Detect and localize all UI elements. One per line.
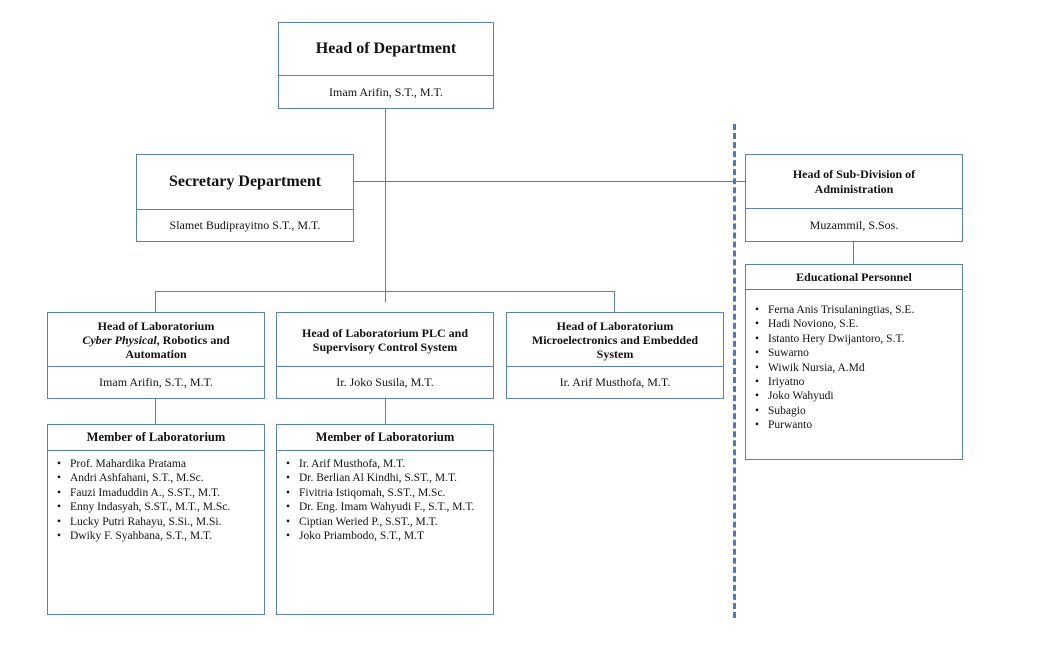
secretary-department-name: Slamet Budiprayitno S.T., M.T. bbox=[169, 218, 321, 232]
member-item: Lucky Putri Rahayu, S.Si., M.Si. bbox=[57, 515, 246, 530]
sub-division-title: Head of Sub-Division of Administration bbox=[746, 155, 962, 209]
lab-cyber-physical-members-list: Prof. Mahardika PratamaAndri Ashfahani, … bbox=[48, 451, 264, 544]
connector-lab1-members bbox=[155, 399, 156, 424]
member-item: Subagio bbox=[755, 404, 962, 419]
member-item: Wiwik Nursia, A.Md bbox=[755, 361, 962, 376]
member-item: Ir. Arif Musthofa, M.T. bbox=[286, 457, 475, 472]
connector-admin-edu bbox=[853, 242, 854, 264]
lab-cyber-physical-head-name: Imam Arifin, S.T., M.T. bbox=[99, 375, 213, 389]
division-separator bbox=[733, 124, 736, 618]
lab-cyber-physical-box: Head of Laboratorium Cyber Physical, Rob… bbox=[47, 312, 265, 399]
connector-lab1-drop bbox=[155, 291, 156, 312]
lab-cyber-physical-title: Head of Laboratorium Cyber Physical, Rob… bbox=[48, 313, 264, 367]
head-of-department-title: Head of Department bbox=[279, 23, 493, 76]
member-item: Purwanto bbox=[755, 418, 962, 433]
sub-division-name: Muzammil, S.Sos. bbox=[809, 217, 899, 232]
lab-plc-box: Head of Laboratorium PLC and Supervisory… bbox=[276, 312, 494, 399]
member-item: Joko Priambodo, S.T., M.T bbox=[286, 529, 475, 544]
lab-microelectronics-box: Head of Laboratorium Microelectronics an… bbox=[506, 312, 724, 399]
secretary-department-box: Secretary Department Slamet Budiprayitno… bbox=[136, 154, 354, 242]
lab-cyber-physical-title-rest: , Robotics and Automation bbox=[125, 332, 230, 361]
lab-plc-head-name: Ir. Joko Susila, M.T. bbox=[336, 375, 434, 389]
lab-cyber-physical-title-italic: Cyber Physical bbox=[82, 332, 157, 347]
connector-labs-horizontal bbox=[155, 291, 615, 292]
member-item: Hadi Noviono, S.E. bbox=[755, 317, 962, 332]
member-item: Ciptian Weried P., S.ST., M.T. bbox=[286, 515, 475, 530]
member-item: Dr. Berlian Al Kindhi, S.ST., M.T. bbox=[286, 471, 475, 486]
educational-personnel-list: Ferna Anis Trisulaningtias, S.E.Hadi Nov… bbox=[746, 290, 962, 433]
head-of-department-box: Head of Department Imam Arifin, S.T., M.… bbox=[278, 22, 494, 109]
lab-plc-members-box: Member of Laboratorium Ir. Arif Musthofa… bbox=[276, 424, 494, 615]
connector-admin-horizontal bbox=[354, 181, 745, 182]
lab-cyber-physical-members-box: Member of Laboratorium Prof. Mahardika P… bbox=[47, 424, 265, 615]
member-item: Joko Wahyudi bbox=[755, 389, 962, 404]
member-item: Suwarno bbox=[755, 346, 962, 361]
lab-plc-members-list: Ir. Arif Musthofa, M.T.Dr. Berlian Al Ki… bbox=[277, 451, 493, 544]
connector-lab2-members bbox=[385, 399, 386, 424]
lab-cyber-physical-title-line1: Head of Laboratorium bbox=[97, 318, 215, 333]
member-item: Dwiky F. Syahbana, S.T., M.T. bbox=[57, 529, 246, 544]
lab-cyber-physical-members-title: Member of Laboratorium bbox=[48, 425, 264, 451]
member-item: Iriyatno bbox=[755, 375, 962, 390]
lab-microelectronics-head-name: Ir. Arif Musthofa, M.T. bbox=[559, 375, 671, 389]
member-item: Enny Indasyah, S.ST., M.T., M.Sc. bbox=[57, 500, 246, 515]
sub-division-administration-box: Head of Sub-Division of Administration M… bbox=[745, 154, 963, 242]
connector-lab3-drop bbox=[614, 291, 615, 312]
member-item: Fauzi Imaduddin A., S.ST., M.T. bbox=[57, 486, 246, 501]
member-item: Ferna Anis Trisulaningtias, S.E. bbox=[755, 303, 962, 318]
educational-personnel-title: Educational Personnel bbox=[746, 265, 962, 290]
head-of-department-name: Imam Arifin, S.T., M.T. bbox=[329, 84, 443, 99]
member-item: Dr. Eng. Imam Wahyudi F., S.T., M.T. bbox=[286, 500, 475, 515]
secretary-department-title: Secretary Department bbox=[137, 155, 353, 210]
member-item: Istanto Hery Dwijantoro, S.T. bbox=[755, 332, 962, 347]
educational-personnel-box: Educational Personnel Ferna Anis Trisula… bbox=[745, 264, 963, 460]
member-item: Andri Ashfahani, S.T., M.Sc. bbox=[57, 471, 246, 486]
connector-head-vertical bbox=[385, 109, 386, 302]
lab-plc-title: Head of Laboratorium PLC and Supervisory… bbox=[277, 313, 493, 367]
lab-microelectronics-title: Head of Laboratorium Microelectronics an… bbox=[507, 313, 723, 367]
lab-plc-members-title: Member of Laboratorium bbox=[277, 425, 493, 451]
member-item: Fivitria Istiqomah, S.ST., M.Sc. bbox=[286, 486, 475, 501]
member-item: Prof. Mahardika Pratama bbox=[57, 457, 246, 472]
